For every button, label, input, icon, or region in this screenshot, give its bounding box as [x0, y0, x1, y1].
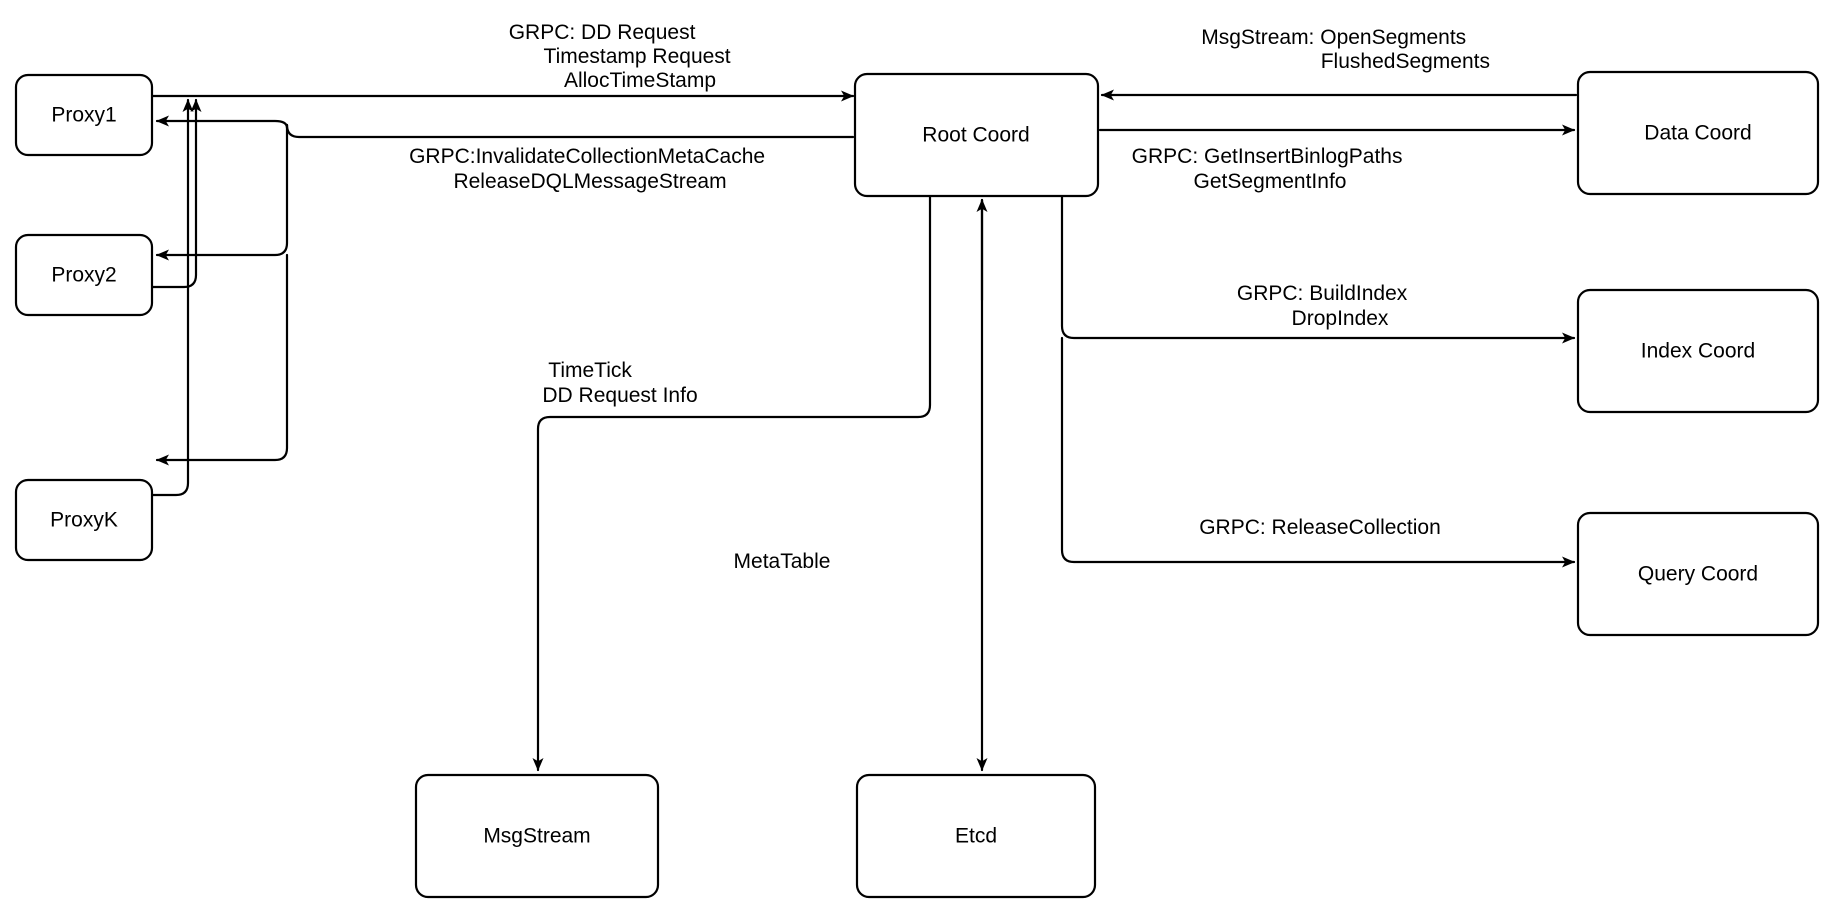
node-proxy1-shape[interactable] — [14, 73, 154, 157]
node-querycoord-label: Query Coord — [1638, 563, 1758, 586]
node-datacoord-shape[interactable] — [1576, 70, 1820, 196]
edge-label-line: FlushedSegments — [1321, 50, 1490, 73]
node-rootcoord[interactable]: Root Coord — [853, 72, 1100, 198]
node-proxyk-shape[interactable] — [14, 478, 154, 562]
edge-label-line: ReleaseDQLMessageStream — [453, 170, 726, 193]
edge-label-rootcoord-to-querycoord: GRPC: ReleaseCollection — [1199, 516, 1441, 539]
edge-label-line: GRPC: BuildIndex — [1237, 282, 1408, 305]
node-querycoord[interactable]: Query Coord — [1576, 511, 1820, 637]
node-proxy2-label: Proxy2 — [51, 264, 116, 287]
node-indexcoord-label: Index Coord — [1641, 340, 1755, 363]
edge-label-datacoord-to-rootcoord: MsgStream: OpenSegments FlushedSegments — [1201, 26, 1490, 73]
edge-rootcoord-to-msgstream-line — [532, 194, 932, 772]
edge-label-rootcoord-etcd-metatable: MetaTable — [734, 550, 831, 573]
edge-rootcoord-to-indexcoord-line — [1060, 194, 1576, 344]
edge-proxyk-trunk-line — [150, 98, 194, 497]
edge-label-line: DD Request Info — [542, 384, 697, 407]
node-proxy1-label: Proxy1 — [51, 104, 116, 127]
edge-label-line: GRPC:InvalidateCollectionMetaCache — [409, 145, 765, 168]
node-proxyk[interactable]: ProxyK — [14, 478, 154, 562]
edge-rootcoord-to-querycoord-line — [1060, 336, 1576, 568]
edge-proxy2-trunk-line — [150, 98, 202, 289]
edge-rootcoord-to-proxy1-line — [155, 115, 855, 139]
node-rootcoord-shape[interactable] — [853, 72, 1100, 198]
node-etcd-shape[interactable] — [855, 773, 1097, 899]
node-datacoord-label: Data Coord — [1644, 122, 1751, 145]
edge-label-rootcoord-to-proxies: GRPC:InvalidateCollectionMetaCache Relea… — [409, 145, 771, 193]
node-proxy2-shape[interactable] — [14, 233, 154, 317]
node-etcd-label: Etcd — [955, 825, 997, 848]
edge-label-line: DropIndex — [1292, 307, 1389, 330]
node-indexcoord-shape[interactable] — [1576, 288, 1820, 414]
edge-label-line: GRPC: DD Request — [509, 21, 696, 44]
edge-label-rootcoord-to-indexcoord: GRPC: BuildIndex DropIndex — [1237, 282, 1413, 330]
node-etcd[interactable]: Etcd — [855, 773, 1097, 899]
edge-label-line: GetSegmentInfo — [1194, 170, 1347, 193]
edge-rootcoord-to-proxy2-line — [155, 123, 289, 261]
edge-label-line: MetaTable — [734, 550, 831, 573]
node-indexcoord[interactable]: Index Coord — [1576, 288, 1820, 414]
node-msgstream-shape[interactable] — [414, 773, 660, 899]
edge-label-rootcoord-to-datacoord: GRPC: GetInsertBinlogPaths GetSegmentInf… — [1132, 145, 1409, 193]
node-rootcoord-label: Root Coord — [922, 124, 1029, 147]
node-proxy2[interactable]: Proxy2 — [14, 233, 154, 317]
edge-rootcoord-to-proxyk-line — [155, 253, 289, 466]
edge-label-proxy-to-rootcoord: GRPC: DD Request Timestamp Request Alloc… — [509, 21, 737, 92]
node-layer: Proxy1 Proxy2 ProxyK Root Coord Data Coo… — [14, 70, 1820, 899]
node-querycoord-shape[interactable] — [1576, 511, 1820, 637]
edge-label-line: GRPC: ReleaseCollection — [1199, 516, 1441, 539]
edge-label-rootcoord-to-msgstream: TimeTick DD Request Info — [542, 359, 697, 407]
edge-label-line: GRPC: GetInsertBinlogPaths — [1132, 145, 1403, 168]
node-proxy1[interactable]: Proxy1 — [14, 73, 154, 157]
edge-label-layer: GRPC: DD Request Timestamp Request Alloc… — [409, 21, 1490, 573]
edge-label-line: AllocTimeStamp — [564, 69, 716, 92]
node-datacoord[interactable]: Data Coord — [1576, 70, 1820, 196]
edge-label-line: TimeTick — [548, 359, 632, 382]
node-proxyk-label: ProxyK — [50, 509, 118, 532]
edge-layer — [150, 89, 1578, 772]
edge-label-line: MsgStream: OpenSegments — [1201, 26, 1466, 49]
node-msgstream-label: MsgStream — [483, 825, 590, 848]
edge-label-line: Timestamp Request — [544, 45, 731, 68]
node-msgstream[interactable]: MsgStream — [414, 773, 660, 899]
